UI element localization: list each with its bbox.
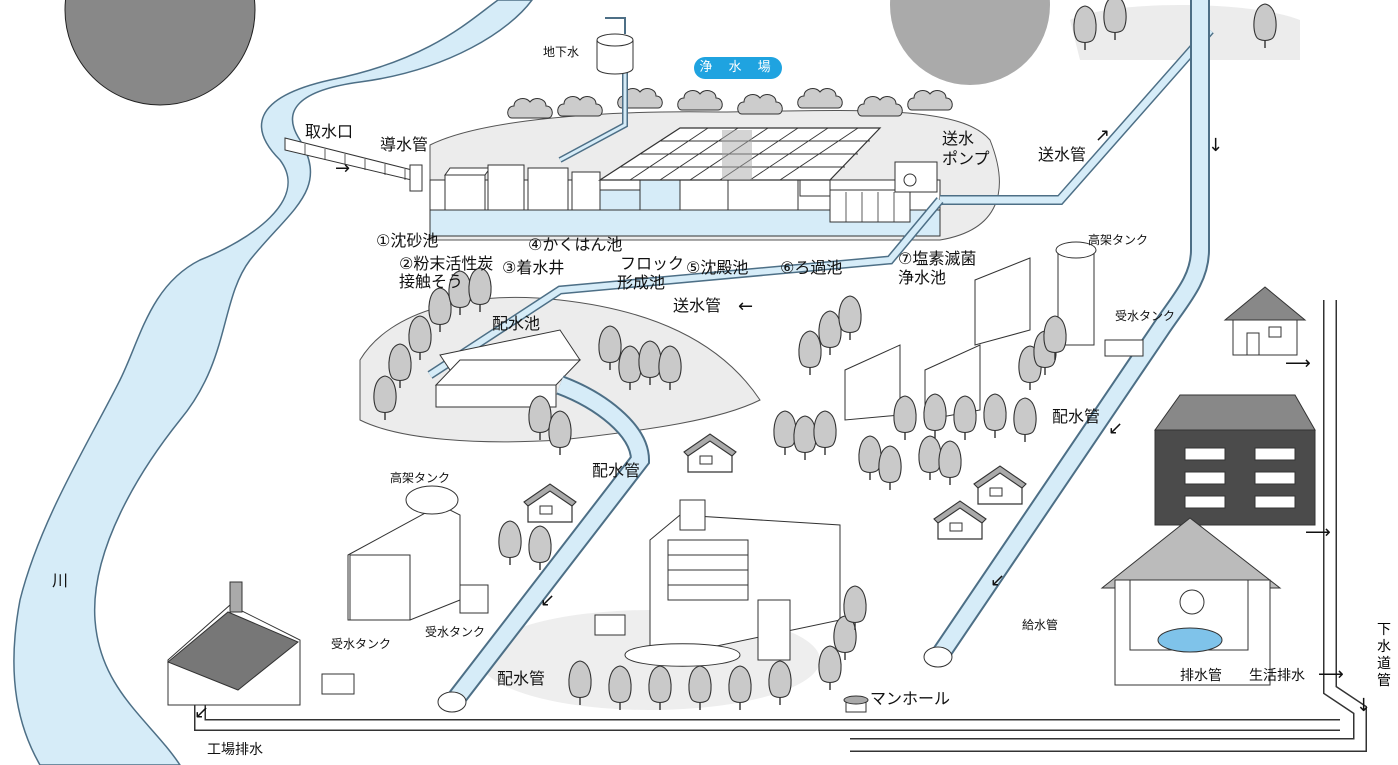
step2-label-2: 接触そう [399,272,464,291]
arrow-icon: ↓ [1208,135,1224,156]
river [13,0,533,765]
drain-pipe-label: 排水管 [1180,668,1222,684]
arrow-icon: → [335,158,351,179]
pump-label-1: 送水 [942,129,975,148]
receiving-tank-right-label: 受水タンク [1115,309,1176,323]
elevated-tank-left-label: 高架タンク [390,471,451,485]
receiving-tank-left-label: 受水タンク [331,637,392,651]
step7-label-2: 浄水池 [898,268,947,287]
manhole-icon [843,695,869,713]
arrow-icon: ↙ [990,570,1006,591]
arrow-icon: ⟶ [1318,664,1344,685]
distribution-pipe-center-label: 配水管 [592,461,641,480]
arrow-icon: ↗ [1095,125,1111,146]
service-pipe-label: 給水管 [1022,618,1059,632]
sewer-pipe-label: 下水道管 [1377,622,1391,689]
distribution-pipe-bottom-label: 配水管 [497,669,546,688]
pump-label-2: ポンプ [942,149,990,168]
arrow-icon: ← [738,296,754,317]
reservoir-label: 配水池 [492,314,541,333]
arrow-icon: ⟶ [1285,353,1311,374]
step5-label: ⑤沈殿池 [686,258,749,277]
floc-label-1: フロック [620,254,685,273]
intake-label: 取水口 [305,122,354,141]
factory-wastewater-label: 工場排水 [207,742,263,758]
arrow-icon: ↙ [1108,418,1124,439]
receiving-tank-center-label: 受水タンク [425,625,486,639]
elevated-tank-right-label: 高架タンク [1088,233,1149,247]
step2-label-1: ②粉末活性炭 [399,254,494,273]
step1-label: ①沈砂池 [376,231,439,250]
domestic-wastewater-label: 生活排水 [1249,668,1305,684]
transmission-main-label-upper: 送水管 [1038,145,1087,164]
arrow-icon: ⟶ [1305,522,1331,543]
groundwater-label: 地下水 [543,45,580,59]
river-label: 川 [52,571,69,590]
manhole-label: マンホール [870,689,951,708]
step4-label: ④かくはん池 [528,235,623,254]
step3-label: ③着水井 [502,258,565,277]
arrow-icon: ↙ [540,590,556,611]
transmission-main-label-lower: 送水管 [673,296,722,315]
floc-label-2: 形成池 [617,273,666,292]
conduit-label: 導水管 [380,135,429,154]
step6-label: ⑥ろ過池 [780,258,843,277]
arrow-icon: ↓ [1356,695,1372,716]
water-plant-badge: 浄 水 場 [694,57,782,79]
distribution-pipe-right-label: 配水管 [1052,407,1101,426]
step7-label-1: ⑦塩素滅菌 [898,249,977,268]
arrow-icon: ↙ [194,702,210,723]
